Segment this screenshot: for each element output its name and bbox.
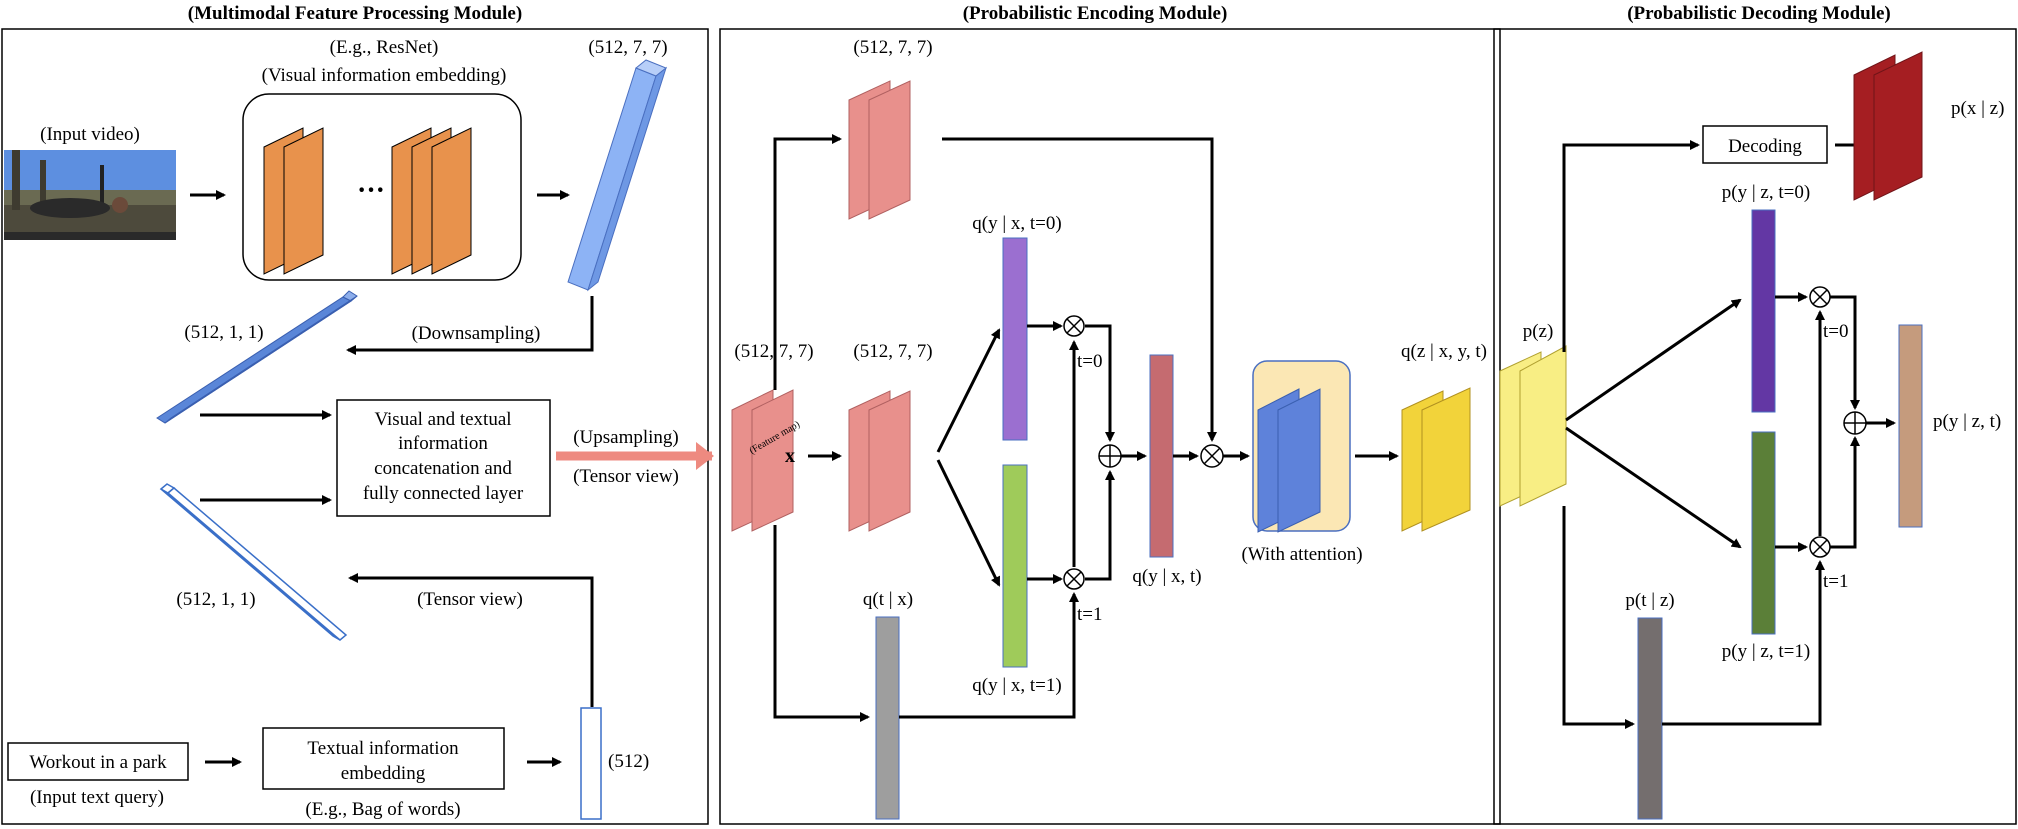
- embedding-feature-maps: [263, 127, 472, 275]
- dec-multiply-op-t1: [1809, 536, 1831, 558]
- arrow-top-to-attention-op: [942, 137, 1217, 442]
- input-video-thumbnail: [4, 150, 176, 240]
- enc-feature-mid: [848, 390, 911, 532]
- arrow-downsampling: [346, 296, 594, 355]
- input-text-query-label: (Input text query): [30, 787, 164, 808]
- dec-multiply-op-t0: [1809, 286, 1831, 308]
- tensor-view-label-2: (Tensor view): [417, 589, 523, 610]
- p-y-t1-bar: [1751, 431, 1776, 635]
- arrow-t1-op-to-add: [1085, 470, 1115, 581]
- enc-dims-top: (512, 7, 7): [853, 37, 932, 58]
- q-y-xt-bar: [1149, 354, 1174, 558]
- p-z-label: p(z): [1523, 321, 1554, 342]
- text-query-input: [7, 742, 189, 781]
- decoding-module-title: (Probabilistic Decoding Module): [1627, 3, 1891, 24]
- q-y-t0-label: q(y | x, t=0): [972, 213, 1061, 234]
- add-op-encoding: [1098, 444, 1122, 468]
- tensor-view-label: (Tensor view): [573, 466, 679, 487]
- decoding-box-label: Decoding: [1728, 136, 1802, 157]
- processing-module-frame: [1, 28, 709, 825]
- downsampling-label: (Downsampling): [412, 323, 541, 344]
- concat-box-line-1: Visual and textual: [374, 409, 511, 430]
- arrow-to-top-feature: [773, 134, 842, 390]
- p-y-zt-label: p(y | z, t): [1933, 411, 2001, 432]
- text-embedding-line-1: Textual information: [307, 738, 459, 759]
- text-vector-512: [580, 707, 602, 820]
- dims-vec-label: (512): [608, 751, 649, 772]
- bag-of-words-label: (E.g., Bag of words): [305, 799, 460, 820]
- multiply-op-attention: [1200, 444, 1224, 468]
- decoding-module-frame: [1493, 28, 2017, 825]
- text-embedding-box: [262, 727, 505, 790]
- enc-t0-label: t=0: [1077, 351, 1103, 372]
- p-t-z-label: p(t | z): [1625, 590, 1674, 611]
- arrow-mid-to-purple: [936, 328, 1001, 453]
- dec-t1-label: t=1: [1823, 571, 1849, 592]
- multiply-op-t0: [1063, 315, 1085, 337]
- encoding-module-title: (Probabilistic Encoding Module): [963, 3, 1228, 24]
- arrow-pz-to-gray: [1562, 506, 1635, 729]
- arrow-pz-to-decoding: [1562, 140, 1700, 352]
- arrow-mid-to-green: [936, 459, 1001, 587]
- decoding-box: [1702, 125, 1828, 164]
- concat-box: [336, 399, 551, 517]
- q-t-x-label: q(t | x): [863, 589, 913, 610]
- arrow-pz-to-purple: [1565, 298, 1742, 422]
- enc-feature-top: [848, 80, 911, 220]
- with-attention-label: (With attention): [1241, 544, 1362, 565]
- multiply-op-t1: [1063, 568, 1085, 590]
- processing-module-title: (Multimodal Feature Processing Module): [188, 3, 522, 24]
- arrow-dt0-op-to-add: [1830, 295, 1860, 410]
- arrow-pz-to-green: [1565, 426, 1742, 549]
- p-y-t0-label: p(y | z, t=0): [1722, 182, 1810, 203]
- upsampling-label: (Upsampling): [573, 427, 679, 448]
- p-y-t0-bar: [1751, 209, 1776, 413]
- q-y-xt-label: q(y | x, t): [1132, 566, 1201, 587]
- enc-dims-mid: (512, 7, 7): [853, 341, 932, 362]
- arrow-t0-op-to-add: [1085, 324, 1115, 442]
- arrow-input-to-gray: [773, 525, 870, 722]
- p-y-t1-label: p(y | z, t=1): [1722, 641, 1810, 662]
- q-y-t1-bar: [1002, 464, 1028, 668]
- attention-feature-maps: [1257, 388, 1321, 533]
- concat-box-line-4: fully connected layer: [363, 483, 524, 504]
- p-t-z-bar: [1637, 617, 1663, 820]
- x-symbol: x: [785, 445, 795, 467]
- feature-bar-512-7-7: [567, 59, 667, 292]
- dims-label-small-2: (512, 1, 1): [176, 589, 255, 610]
- p-x-z-feature-maps: [1853, 51, 1923, 201]
- ellipsis-dots: ···: [357, 175, 385, 206]
- enc-t1-label: t=1: [1077, 604, 1103, 625]
- p-y-zt-bar: [1898, 324, 1923, 528]
- visual-embedding-label: (Visual information embedding): [262, 65, 507, 86]
- dims-label-top: (512, 7, 7): [588, 37, 667, 58]
- visual-vector-bar: [156, 290, 358, 424]
- q-z-label: q(z | x, y, t): [1401, 341, 1487, 362]
- dec-t0-label: t=0: [1823, 321, 1849, 342]
- text-embedding-line-2: embedding: [341, 763, 426, 784]
- q-y-t0-bar: [1002, 237, 1028, 441]
- visual-embedding-box: [242, 93, 522, 281]
- p-x-z-label: p(x | z): [1951, 98, 2004, 119]
- textual-vector-bar: [159, 483, 348, 641]
- resnet-label: (E.g., ResNet): [330, 37, 439, 58]
- enc-feature-input: [731, 389, 794, 532]
- concat-box-line-2: information: [398, 433, 488, 454]
- q-y-t1-label: q(y | x, t=1): [972, 675, 1061, 696]
- input-video-label: (Input video): [40, 124, 140, 145]
- p-z-feature-maps: [1499, 345, 1567, 507]
- arrow-tensor-view: [348, 573, 594, 707]
- arrow-dt1-op-to-add: [1830, 436, 1860, 549]
- q-z-feature-maps: [1401, 387, 1471, 532]
- text-query-value: Workout in a park: [29, 752, 167, 773]
- arrow-gray-to-t1-op: [899, 592, 1079, 719]
- add-op-decoding: [1843, 411, 1867, 435]
- concat-box-line-3: concatenation and: [374, 458, 512, 479]
- q-t-x-bar: [875, 616, 900, 820]
- dims-label-small: (512, 1, 1): [184, 322, 263, 343]
- arrow-pgray-to-t1-op: [1662, 560, 1825, 726]
